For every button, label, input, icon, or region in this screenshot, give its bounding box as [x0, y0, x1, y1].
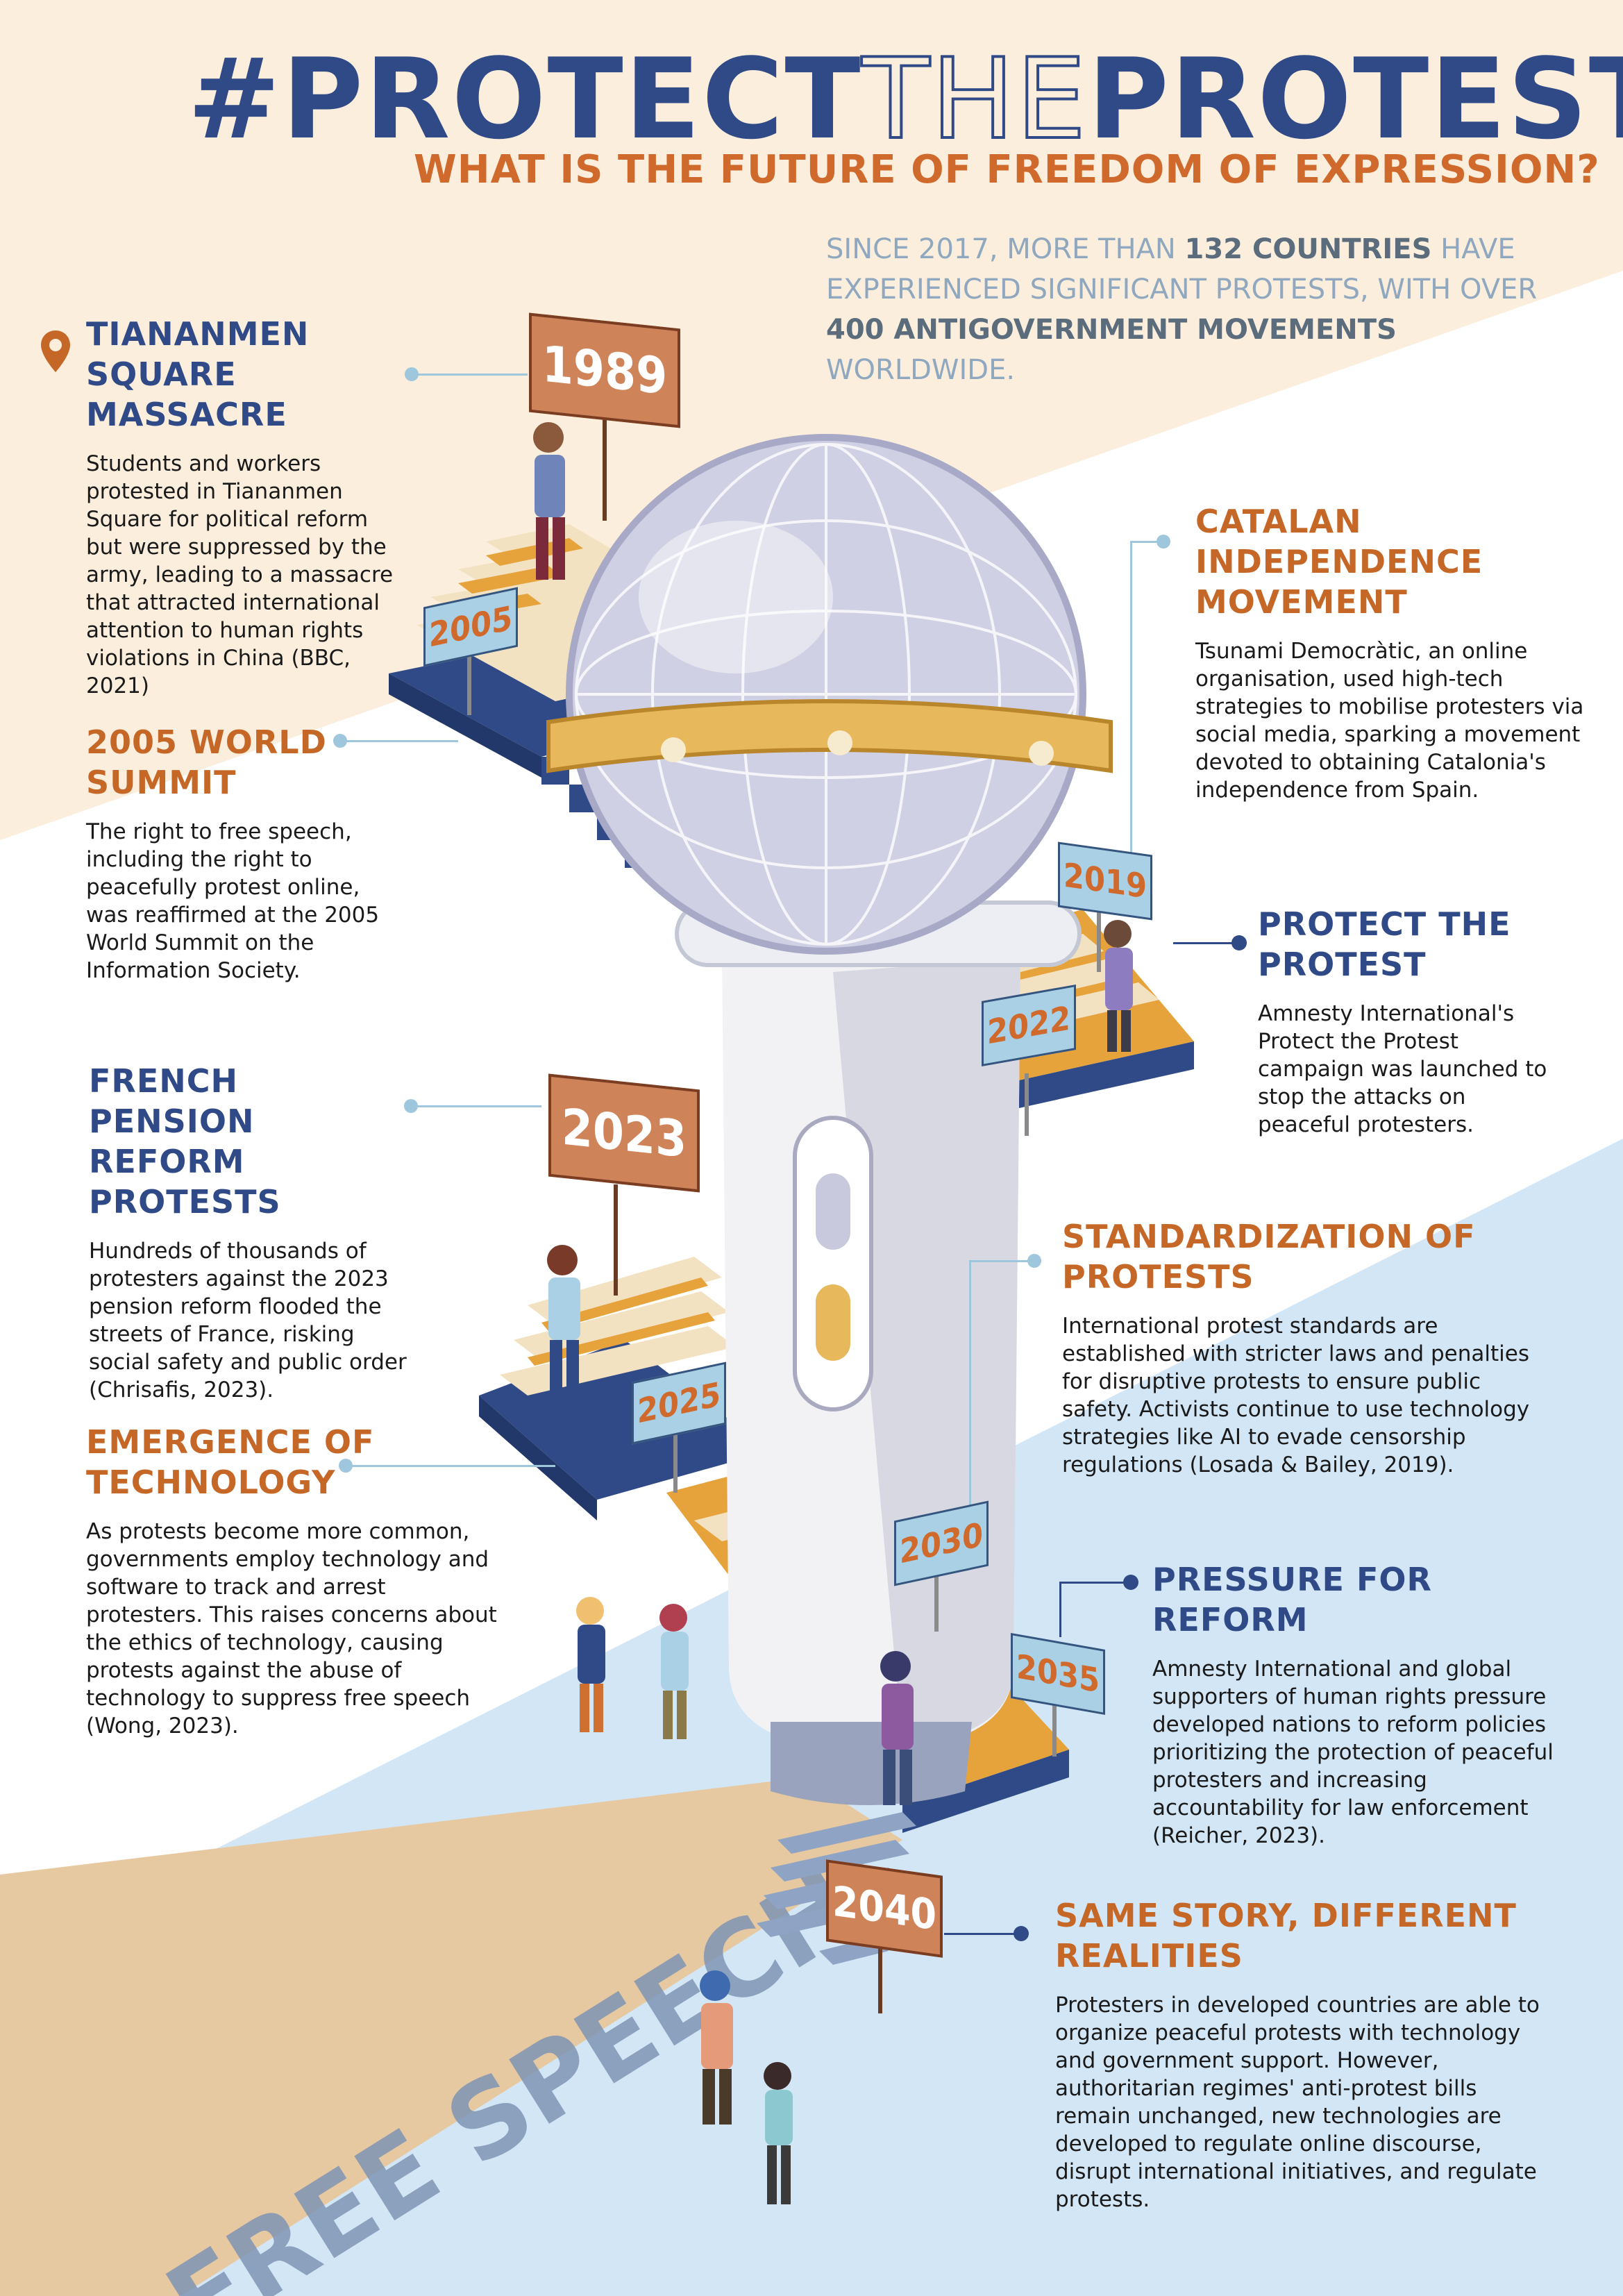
event-french-pension: FRENCH PENSION REFORM PROTESTS Hundreds …: [89, 1061, 408, 1404]
event-tiananmen: TIANANMEN SQUARE MASSACRE Students and w…: [86, 314, 405, 700]
event-same-story: SAME STORY, DIFFERENT REALITIES Proteste…: [1055, 1895, 1555, 2213]
event-title: 2005 WORLD SUMMIT: [86, 723, 327, 801]
sign-pole: [614, 1184, 618, 1296]
person-2022: [1104, 920, 1133, 1052]
year-sign-1989: 1989: [529, 312, 680, 428]
title-part-protest: PROTEST: [1087, 34, 1623, 164]
page-title: #PROTECTTHEPROTEST: [187, 33, 1623, 165]
connector-dot: [1123, 1575, 1138, 1590]
people-illustrations: [533, 422, 1133, 2204]
event-catalan: CATALAN INDEPENDENCE MOVEMENT Tsunami De…: [1195, 501, 1584, 804]
connector-line: [347, 1465, 555, 1467]
intro-part-1: SINCE 2017, MORE THAN: [826, 233, 1185, 265]
sign-pole: [1097, 910, 1101, 972]
event-text: Hundreds of thousands of protesters agai…: [89, 1239, 407, 1402]
connector-line: [1130, 541, 1132, 867]
event-title: FRENCH PENSION REFORM PROTESTS: [89, 1062, 281, 1221]
free-speech-road: [0, 1777, 902, 2296]
event-world-summit: 2005 WORLD SUMMIT The right to free spee…: [86, 722, 405, 984]
intro-number-movements: 400 ANTIGOVERNMENT MOVEMENTS: [826, 314, 1397, 346]
connector-line: [1059, 1582, 1126, 1584]
connector-line: [410, 374, 528, 376]
sign-pole: [673, 1430, 678, 1493]
person-2023: [547, 1245, 580, 1399]
person-1989: [533, 422, 565, 580]
connector-dot: [1157, 535, 1170, 548]
event-title: PRESSURE FOR REFORM: [1152, 1561, 1432, 1639]
sign-pole: [934, 1576, 939, 1632]
intro-part-2: HAVE EXPERIENCED SIGNIFICANT PROTESTS, W…: [826, 233, 1538, 305]
event-text: Tsunami Democràtic, an online organisati…: [1195, 639, 1584, 803]
event-text: Amnesty International and global support…: [1152, 1657, 1554, 1848]
connector-line: [969, 1260, 1032, 1262]
event-text: Amnesty International's Protect the Prot…: [1258, 1001, 1547, 1137]
intro-part-3: WORLDWIDE.: [826, 354, 1016, 386]
connector-line: [1173, 942, 1243, 944]
protesters-technology: [576, 1597, 689, 1739]
location-pin-icon: [41, 330, 70, 372]
sign-pole: [1025, 1073, 1029, 1136]
event-text: Protesters in developed countries are ab…: [1055, 1993, 1540, 2212]
event-emergence-technology: EMERGENCE OF TECHNOLOGY As protests beco…: [86, 1422, 503, 1740]
year-sign-2023: 2023: [548, 1073, 700, 1193]
connector-line: [969, 1260, 971, 1517]
page-subtitle: WHAT IS THE FUTURE OF FREEDOM OF EXPRESS…: [414, 147, 1600, 192]
sign-pole: [603, 417, 607, 521]
connector-dot: [339, 1459, 353, 1473]
event-text: Students and workers protested in Tianan…: [86, 451, 394, 698]
connector-dot: [404, 1099, 418, 1113]
person-2035: [880, 1651, 914, 1805]
event-text: The right to free speech, including the …: [86, 819, 380, 983]
title-part-protect: #PROTECT: [187, 34, 862, 164]
title-part-the: THE: [861, 33, 1088, 165]
sign-pole: [878, 1944, 882, 2013]
connector-dot: [333, 734, 347, 748]
connector-dot: [1027, 1254, 1041, 1268]
intro-statement: SINCE 2017, MORE THAN 132 COUNTRIES HAVE…: [826, 229, 1590, 390]
connector-line: [410, 1105, 541, 1107]
connector-line: [1059, 1582, 1061, 1637]
event-title: TIANANMEN SQUARE MASSACRE: [86, 315, 310, 433]
event-title: STANDARDIZATION OF PROTESTS: [1062, 1218, 1476, 1296]
connector-dot: [1014, 1926, 1029, 1941]
connector-line: [1130, 541, 1163, 543]
event-title: PROTECT THE PROTEST: [1258, 905, 1511, 983]
sign-pole: [467, 653, 471, 715]
event-standardization: STANDARDIZATION OF PROTESTS Internationa…: [1062, 1216, 1548, 1479]
year-sign-2019: 2019: [1058, 841, 1152, 921]
protesters-2040: [700, 1970, 793, 2204]
intro-number-countries: 132 COUNTRIES: [1184, 233, 1432, 265]
event-title: SAME STORY, DIFFERENT REALITIES: [1055, 1897, 1517, 1975]
connector-dot: [405, 367, 419, 381]
year-sign-2040: 2040: [826, 1859, 943, 1958]
event-text: As protests become more common, governme…: [86, 1519, 497, 1738]
connector-dot: [1231, 935, 1247, 950]
connector-line: [944, 1933, 1020, 1935]
event-pressure-for-reform: PRESSURE FOR REFORM Amnesty Internationa…: [1152, 1559, 1569, 1850]
sign-pole: [1052, 1701, 1057, 1757]
event-protect-the-protest: PROTECT THE PROTEST Amnesty Internationa…: [1258, 904, 1549, 1139]
event-title: EMERGENCE OF TECHNOLOGY: [86, 1423, 375, 1501]
event-title: CATALAN INDEPENDENCE MOVEMENT: [1195, 503, 1483, 621]
event-text: International protest standards are esta…: [1062, 1314, 1530, 1477]
connector-line: [340, 740, 458, 742]
